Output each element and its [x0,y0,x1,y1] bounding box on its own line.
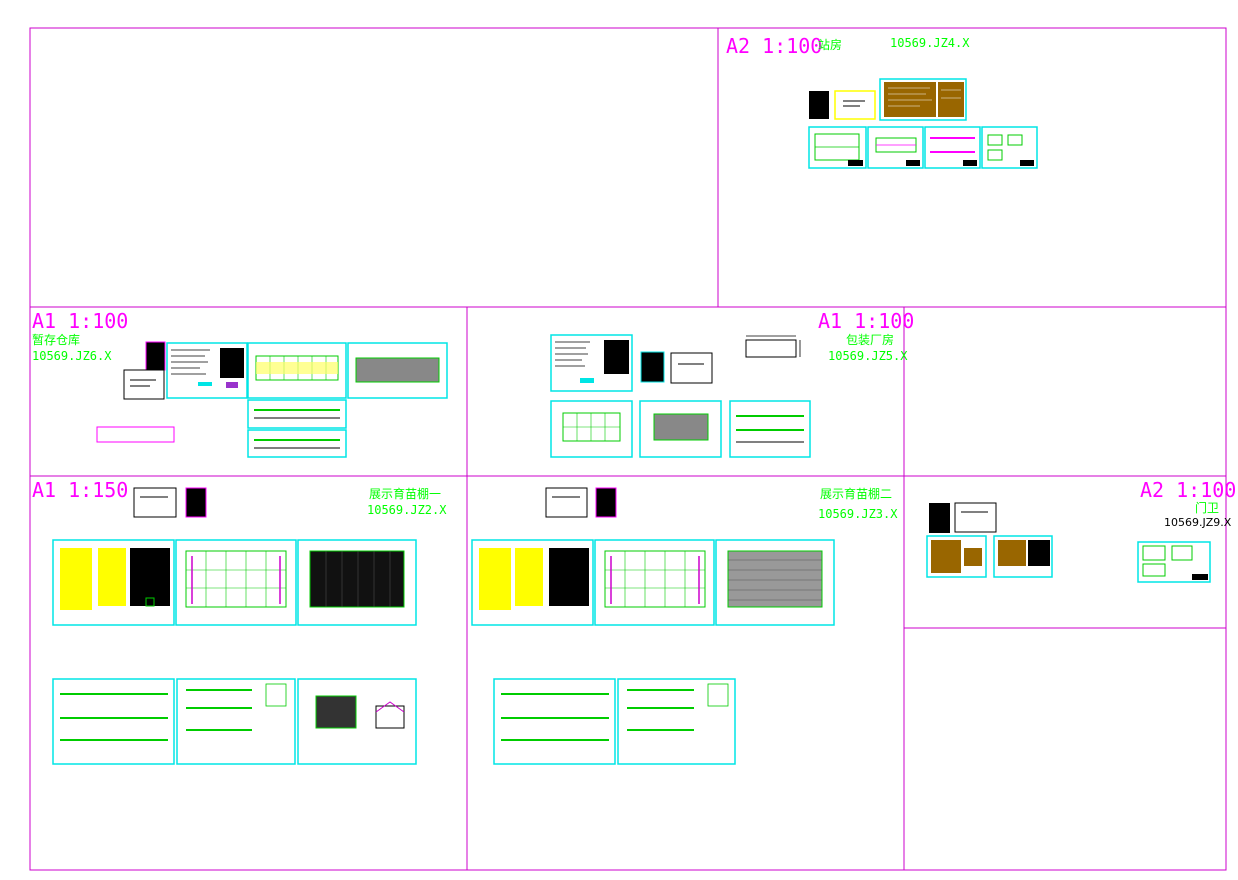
panel-baozhuang: A1 1:100 包装厂房 10569.JZ5.X [550,309,914,458]
zancun-name: 暂存仓库 [32,332,80,347]
zancun-scale: A1 1:100 [32,309,128,333]
zhanfang-scale: A2 1:100 [726,34,822,58]
drawing-sheet[interactable] [867,126,924,169]
baozhuang-name: 包装厂房 [846,332,894,347]
drawing-sheet[interactable] [493,678,616,765]
zhanfang-name: 站房 [818,37,842,52]
drawing-thumbnail[interactable] [640,351,665,383]
drawing-thumbnail[interactable] [954,502,997,533]
panel-zhanshi2: 展示育苗棚二 10569.JZ3.X [471,486,898,765]
drawing-sheet[interactable] [247,399,347,429]
zhanshi1-scale: A1 1:150 [32,478,128,502]
drawing-sheet[interactable] [52,678,175,765]
drawing-sheet[interactable] [176,678,296,765]
drawing-thumbnail[interactable] [545,487,588,518]
menwei-code: 10569.JZ9.X [1164,516,1232,529]
menwei-scale: A2 1:100 [1140,478,1236,502]
zhanfang-code: 10569.JZ4.X [890,36,970,50]
zhanshi1-name: 展示育苗棚一 [369,486,441,501]
zhanshi2-code: 10569.JZ3.X [818,507,898,521]
zhanfang-sheet-row [808,126,1038,169]
drawing-thumbnail[interactable] [185,487,207,518]
drawing-sheet[interactable] [617,678,736,765]
zancun-code: 10569.JZ6.X [32,349,112,363]
panel-zancun: A1 1:100 暂存仓库 10569.JZ6.X [32,309,448,458]
panel-zhanfang: A2 1:100 站房 10569.JZ4.X [726,34,1038,169]
drawing-thumbnail[interactable] [745,339,797,358]
zhanshi2-name: 展示育苗棚二 [820,486,892,501]
panel-frame [29,27,1227,871]
zhanshi1-code: 10569.JZ2.X [367,503,447,517]
drawing-thumbnail[interactable] [809,91,829,119]
baozhuang-code: 10569.JZ5.X [828,349,908,363]
drawing-thumbnail[interactable] [834,90,876,120]
drawing-thumbnail[interactable] [929,503,950,533]
baozhuang-scale: A1 1:100 [818,309,914,333]
drawing-thumbnail[interactable] [133,487,177,518]
drawing-thumbnail[interactable] [123,369,165,400]
panel-zhanshi1: A1 1:150 展示育苗棚一 10569.JZ2.X [32,478,447,765]
drawing-sheet[interactable] [247,429,347,458]
drawing-thumbnail[interactable] [670,352,713,384]
menwei-name: 门卫 [1195,500,1219,515]
drawing-thumbnail[interactable] [145,341,166,371]
panel-menwei: A2 1:100 门卫 10569.JZ9.X [926,478,1236,583]
empty-frame [96,426,175,443]
drawing-thumbnail[interactable] [595,487,617,518]
